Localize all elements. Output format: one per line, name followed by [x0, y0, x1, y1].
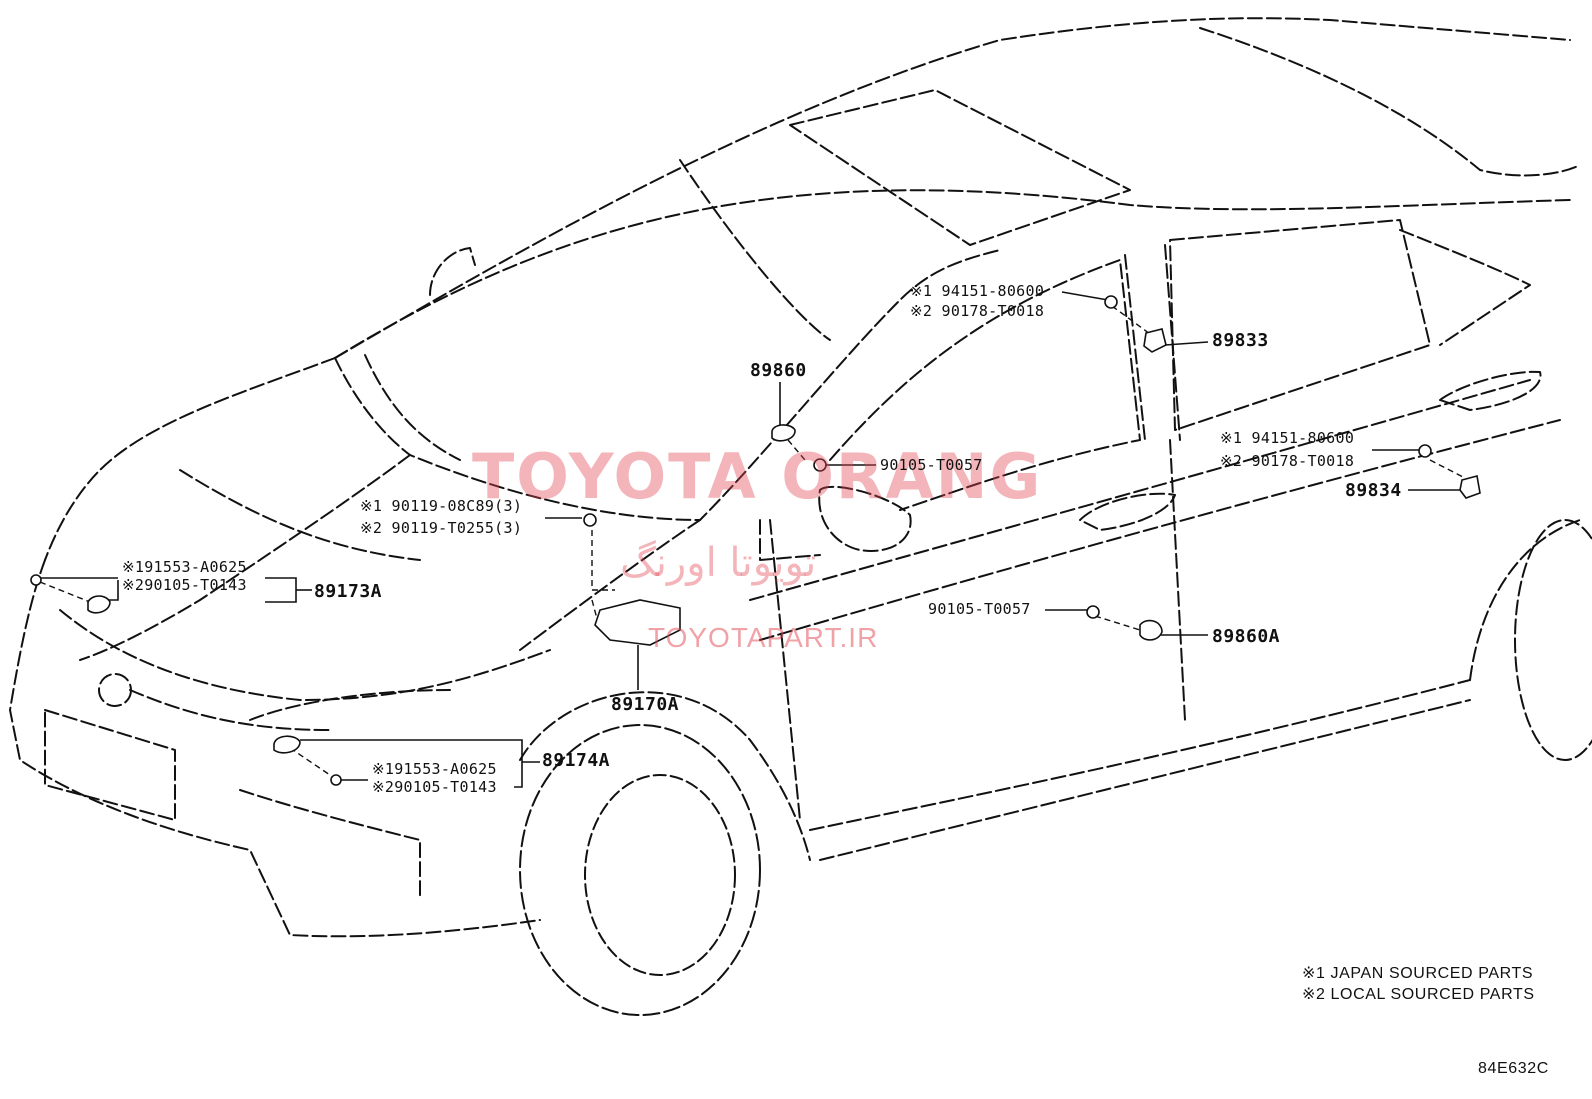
nut-89834-glyph [1418, 444, 1432, 458]
rear-door-window [1169, 219, 1431, 431]
fastener-89860a-bolt: 90105-T0057 [928, 600, 1031, 618]
rear-wheel [1514, 519, 1592, 761]
part-label-89174a: 89174A [542, 750, 611, 771]
front-door-window [829, 259, 1141, 511]
front-wheel [519, 724, 761, 1016]
sunroof-outline [789, 89, 1131, 246]
fastener-89834-japan: ※1 94151-80600 [1220, 429, 1355, 447]
hood-outline [44, 357, 336, 561]
module-89170a-glyph [594, 599, 681, 646]
sensor-89174a-glyph [273, 735, 301, 754]
side-body-line [749, 379, 1531, 601]
diagram-code: 84E632C [1478, 1060, 1549, 1077]
door-seam-rear [1169, 439, 1186, 721]
watermark-brand: TOYOTA ORANG [472, 440, 1043, 513]
part-label-89834: 89834 [1345, 480, 1402, 501]
side-mirror [818, 485, 912, 552]
legend-local-sourced: ※2 LOCAL SOURCED PARTS [1302, 986, 1535, 1003]
watermark-farsi: تویوتا اورنگ [620, 540, 817, 586]
b-pillar [1124, 244, 1181, 441]
bolt-89860a-glyph [1086, 605, 1100, 619]
nut-89833-glyph [1104, 295, 1118, 309]
front-door-handle [1079, 492, 1176, 531]
fastener-89833-japan: ※1 94151-80600 [910, 282, 1045, 300]
fastener-89173a-local: ※290105-T0143 [122, 576, 247, 594]
sensor-89173a-glyph [87, 595, 111, 614]
watermark-site: TOYOTAPART.IR [648, 622, 879, 653]
legend-japan-sourced: ※1 JAPAN SOURCED PARTS [1302, 965, 1534, 982]
fastener-89170a-japan: ※1 90119-08C89(3) [360, 497, 523, 515]
part-label-89833: 89833 [1212, 330, 1269, 351]
rear-wheel-arch [1469, 519, 1581, 681]
sensor-89833-glyph [1143, 328, 1167, 353]
fastener-89174a-japan: ※191553-A0625 [372, 760, 497, 778]
part-label-89860a: 89860A [1212, 626, 1281, 647]
sensor-89860-glyph [771, 424, 796, 442]
roof-outline [334, 17, 1571, 359]
fastener-89170a-local: ※2 90119-T0255(3) [360, 519, 523, 537]
door-seam-front [769, 519, 801, 821]
sensor-89834-glyph [1459, 475, 1481, 499]
sensor-89860a-glyph [1139, 619, 1163, 641]
rear-door-handle [1439, 370, 1542, 411]
part-label-89170a: 89170A [611, 694, 680, 715]
fastener-89173a-japan: ※191553-A0625 [122, 558, 247, 576]
fastener-89833-local: ※2 90178-T0018 [910, 302, 1045, 320]
front-bumper [9, 559, 541, 938]
part-label-89860: 89860 [750, 360, 807, 381]
fastener-89174a-local: ※290105-T0143 [372, 778, 497, 796]
fastener-89834-local: ※2 90178-T0018 [1220, 452, 1355, 470]
fastener-89860-bolt: 90105-T0057 [880, 456, 983, 474]
front-wheel-arch [519, 691, 811, 861]
bolt-89860-glyph [813, 458, 827, 472]
part-label-89173a: 89173A [314, 581, 383, 602]
